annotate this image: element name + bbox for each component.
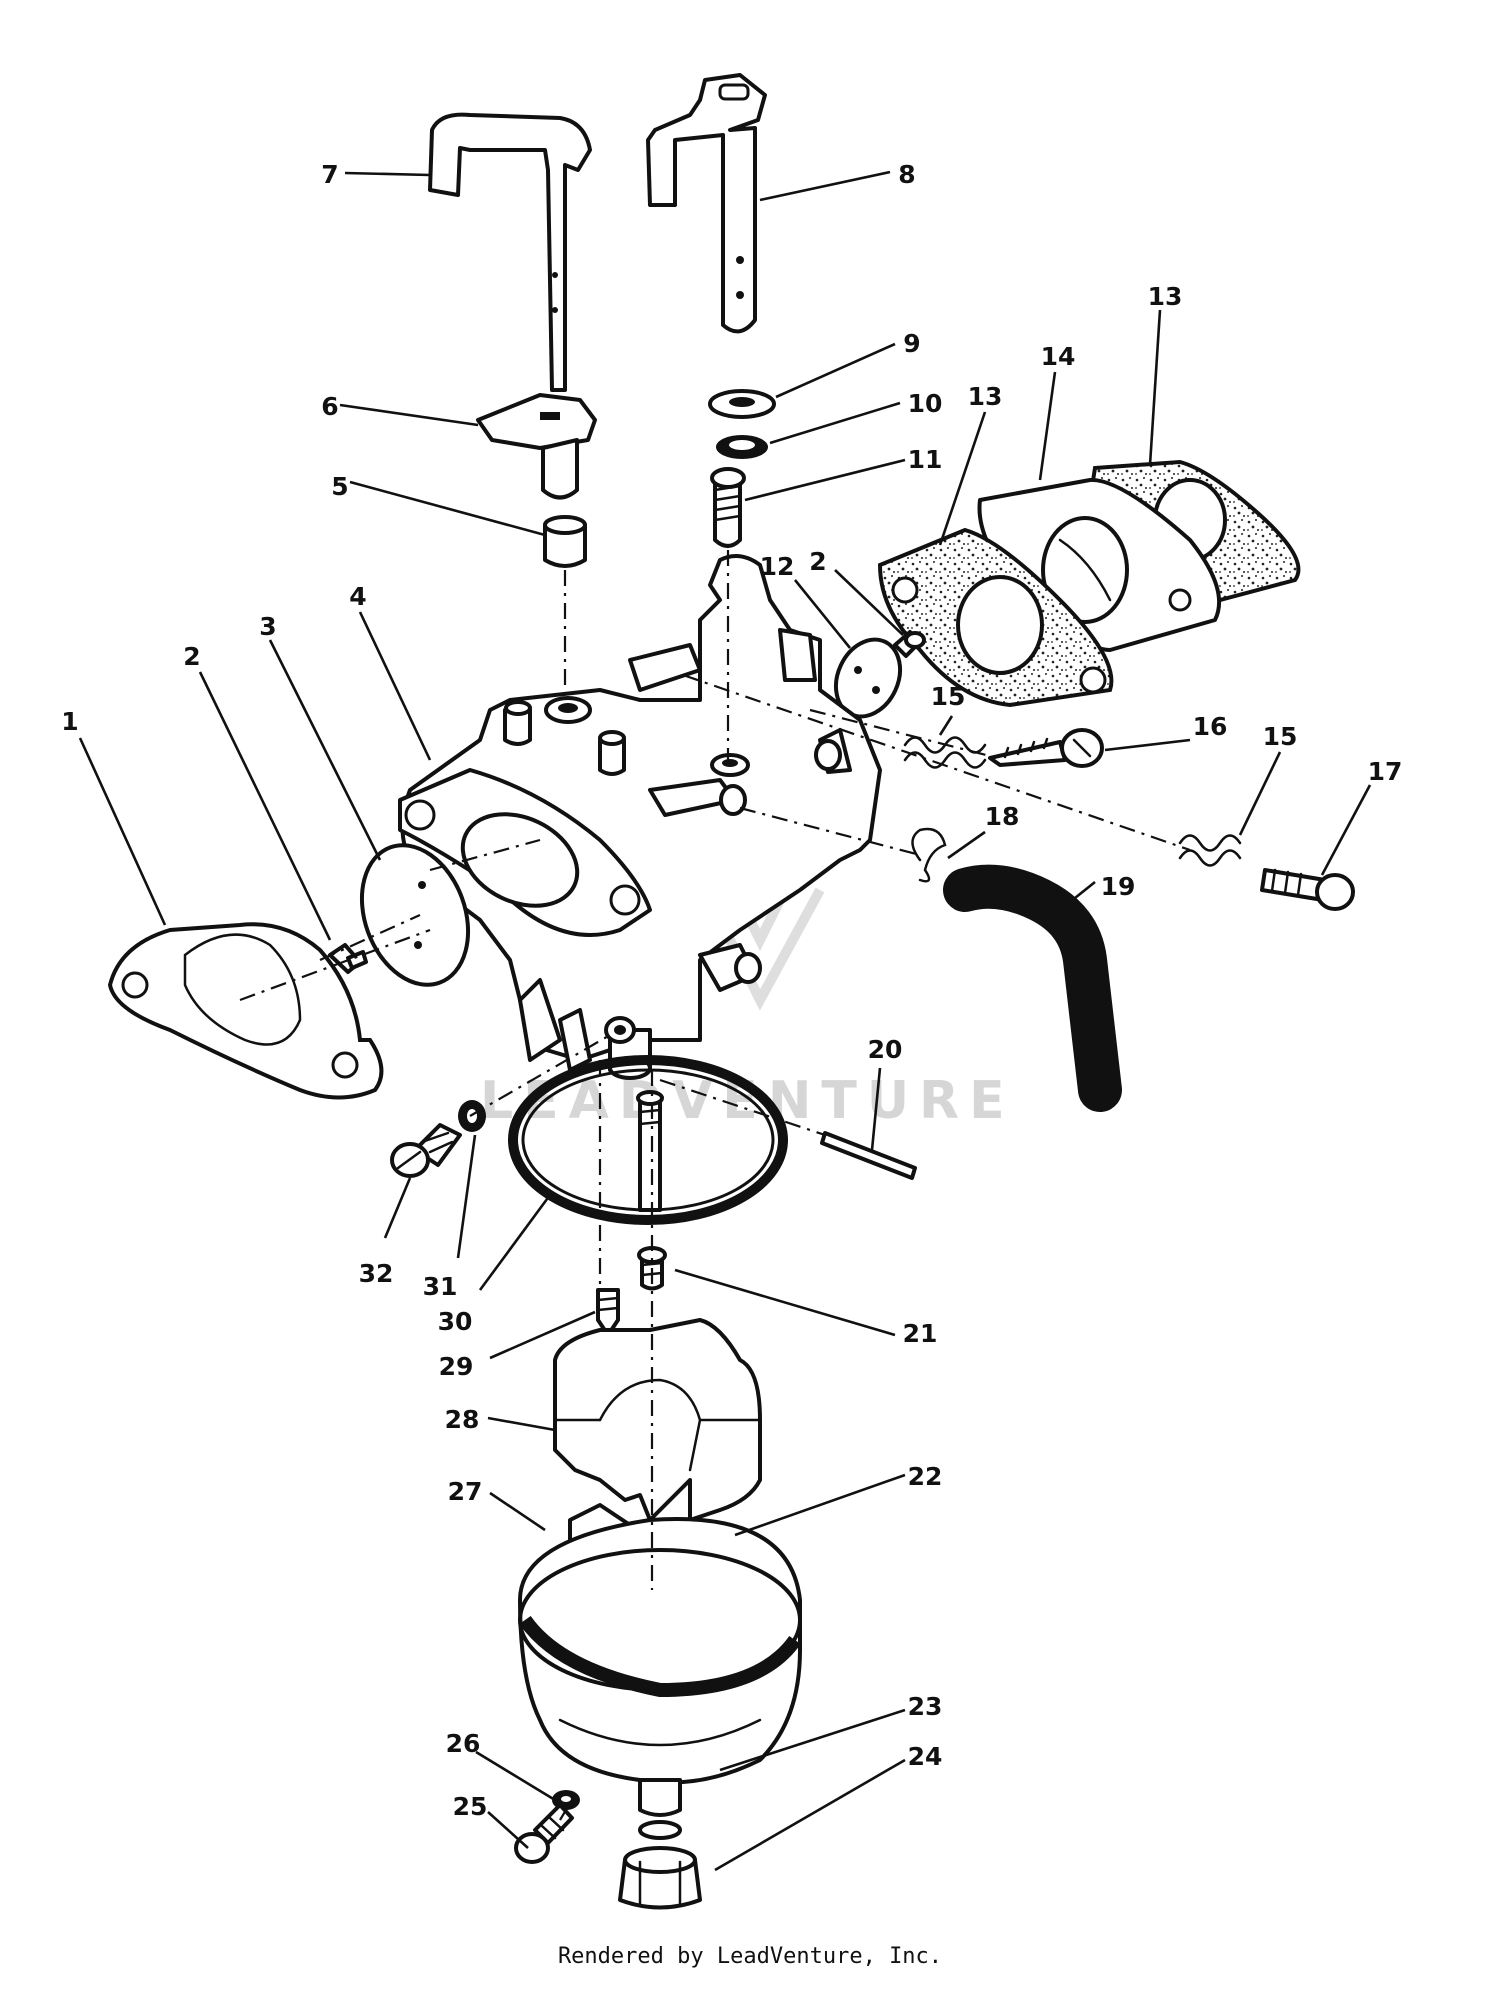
- callout-13: 13: [968, 382, 1003, 411]
- callout-25: 25: [453, 1792, 488, 1821]
- callout-12: 12: [760, 552, 795, 581]
- callouts: 1 2 2 3 4 5 6 7 8 9 10 11 12 13 13 14 15…: [61, 160, 1402, 1821]
- callout-29: 29: [439, 1352, 474, 1381]
- callout-14: 14: [1041, 342, 1076, 371]
- callout-9: 9: [903, 329, 920, 358]
- callout-4: 4: [349, 582, 366, 611]
- main-nozzle: [636, 1090, 664, 1212]
- part-8-throttle-shaft: [646, 73, 767, 334]
- callout-21: 21: [903, 1319, 938, 1348]
- callout-32: 32: [359, 1259, 394, 1288]
- part-18-clip: [911, 827, 947, 883]
- callout-15: 15: [931, 682, 966, 711]
- part-2-screw-lower: [328, 943, 368, 974]
- part-5-bushing: [543, 515, 587, 568]
- callout-13: 13: [1148, 282, 1183, 311]
- part-3-choke-plate: [359, 843, 471, 987]
- part-16-mixture-screw: [988, 728, 1104, 768]
- part-12-throttle-plate: [833, 637, 903, 719]
- part-2-screw-upper: [893, 630, 926, 658]
- part-13-gasket-front: [877, 527, 1114, 708]
- part-24-bowl-nut: [618, 1846, 702, 1910]
- callout-19: 19: [1101, 872, 1136, 901]
- callout-7: 7: [321, 160, 338, 189]
- part-7-choke-lever: [428, 112, 592, 392]
- callout-2: 2: [809, 547, 826, 576]
- leader-lines: [78, 170, 1372, 1872]
- callout-5: 5: [331, 472, 348, 501]
- callout-6: 6: [321, 392, 338, 421]
- callout-30: 30: [438, 1307, 473, 1336]
- callout-23: 23: [908, 1692, 943, 1721]
- callout-31: 31: [423, 1272, 458, 1301]
- part-6-lever-plate: [476, 393, 597, 500]
- part-19-fuel-hose: [943, 864, 1122, 1112]
- callout-10: 10: [908, 389, 943, 418]
- callout-2: 2: [183, 642, 200, 671]
- alignment-lines: [239, 550, 1191, 1821]
- callout-26: 26: [446, 1729, 481, 1758]
- part-9-washer: [708, 389, 776, 419]
- callout-28: 28: [445, 1405, 480, 1434]
- part-17-screw: [1260, 868, 1355, 911]
- part-23-bowl-gasket: [638, 1820, 682, 1840]
- part-20-pin: [820, 1131, 917, 1180]
- footer-credit: Rendered by LeadVenture, Inc.: [557, 1944, 943, 1969]
- part-4-carburetor-body: [398, 554, 882, 1080]
- part-1-mounting-gasket: [107, 922, 384, 1100]
- callout-27: 27: [448, 1477, 483, 1506]
- part-11-idle-screw: [710, 467, 746, 548]
- callout-15: 15: [1263, 722, 1298, 751]
- callout-11: 11: [908, 445, 943, 474]
- callout-1: 1: [61, 707, 78, 736]
- callout-16: 16: [1193, 712, 1228, 741]
- part-15-spring-lower: [1178, 834, 1242, 867]
- part-32-drain-screw: [390, 1123, 462, 1178]
- callout-3: 3: [259, 612, 276, 641]
- part-29-inlet-needle: [596, 1288, 620, 1337]
- callout-22: 22: [908, 1462, 943, 1491]
- part-10-seal: [716, 435, 768, 459]
- callout-17: 17: [1368, 757, 1403, 786]
- part-27-float-bowl: [518, 1517, 802, 1817]
- callout-24: 24: [908, 1742, 943, 1771]
- callout-8: 8: [898, 160, 915, 189]
- callout-20: 20: [868, 1035, 903, 1064]
- callout-18: 18: [985, 802, 1020, 831]
